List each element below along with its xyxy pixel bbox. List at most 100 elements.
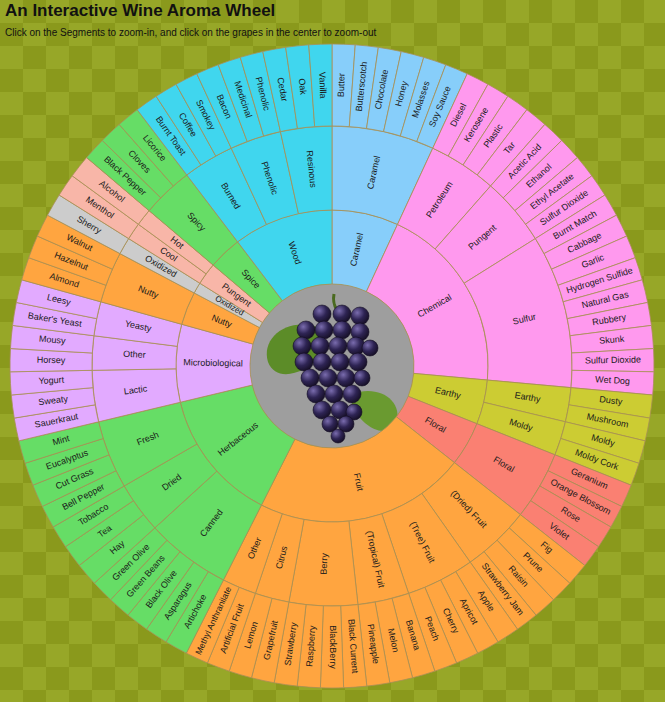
segment-shape <box>10 44 654 688</box>
aroma-segment: Artificial Fruit <box>10 44 654 688</box>
segment-label: Leesy <box>46 293 72 308</box>
segment-shape <box>10 44 654 688</box>
aroma-segment: Banana <box>10 44 654 688</box>
segment-shape <box>10 44 654 688</box>
aroma-segment: Canned <box>10 44 654 688</box>
segment-label: Kerosene <box>463 106 491 144</box>
segment-label: Dried <box>161 473 184 494</box>
aroma-segment: Pungent <box>10 44 654 688</box>
aroma-segment: Green Beans <box>10 44 654 688</box>
segment-shape <box>10 44 654 688</box>
segment-shape <box>10 44 654 688</box>
aroma-segment: Sulfur <box>10 44 654 688</box>
aroma-segment: Chemical <box>10 44 654 688</box>
segment-label: Wet Dog <box>595 375 630 387</box>
segment-label: Fruit <box>351 472 365 492</box>
segment-label: Other <box>246 536 264 561</box>
segment-label: Fig <box>538 540 554 556</box>
segment-shape <box>10 44 654 688</box>
wheel-title: An Interactive Wine Aroma Wheel <box>5 1 275 21</box>
segment-shape <box>10 44 654 688</box>
segment-shape <box>10 44 654 688</box>
segment-shape <box>10 44 654 688</box>
segment-label: Sulfur Dioxide <box>539 188 591 228</box>
segment-label: Hydrogen Sulfide <box>565 266 634 296</box>
segment-shape <box>10 44 654 688</box>
segment-shape <box>10 44 654 688</box>
aroma-segment: BlackBerry <box>10 44 654 688</box>
segment-shape <box>10 44 654 688</box>
segment-label: Honey <box>394 80 410 108</box>
segment-label: Strawberry <box>284 622 300 666</box>
aroma-segment: Alcohol <box>10 44 654 688</box>
segment-shape <box>10 44 654 688</box>
segment-shape <box>10 44 654 688</box>
segment-label: Garlic <box>580 253 606 271</box>
segment-shape <box>10 44 654 688</box>
aroma-segment: Prune <box>10 44 654 688</box>
segment-shape <box>10 44 654 688</box>
segment-shape <box>10 44 654 688</box>
segment-shape <box>10 44 654 688</box>
segment-shape <box>10 44 654 688</box>
segment-shape <box>10 44 654 688</box>
segment-label: Cabbage <box>566 231 603 256</box>
segment-shape <box>10 44 654 688</box>
aroma-segment: Garlic <box>10 44 654 688</box>
segment-shape <box>10 44 654 688</box>
segment-label: Menthol <box>83 195 115 221</box>
aroma-segment: Petroleum <box>10 44 654 688</box>
segment-label: Cloves <box>126 149 152 176</box>
segment-label: Rubbery <box>592 313 627 328</box>
segment-shape <box>10 44 654 688</box>
segment-label: Fresh <box>136 430 161 448</box>
segment-shape <box>10 44 654 688</box>
aroma-segment: Diesel <box>10 44 654 688</box>
aroma-segment: Mushroom <box>10 44 654 688</box>
segment-label: Phenolic <box>259 160 279 196</box>
segment-shape <box>10 44 654 688</box>
segment-shape <box>10 44 654 688</box>
segment-label: Microbiological <box>183 358 243 369</box>
segment-label: Baker's Yeast <box>27 311 82 330</box>
segment-label: Butter <box>337 73 348 97</box>
aroma-segment: Molasses <box>10 44 654 688</box>
aroma-segment: Menthol <box>10 44 654 688</box>
segment-label: Artificial Fruit <box>219 603 247 655</box>
segment-label: Horsey <box>37 356 66 366</box>
aroma-segment: Other <box>10 44 654 688</box>
aroma-segment: Hazelnut <box>10 44 654 688</box>
segment-shape <box>10 44 654 688</box>
segment-label: Black Pepper <box>101 155 147 198</box>
segment-label: Earthy <box>514 391 541 405</box>
segment-label: Molasses <box>411 80 433 119</box>
segment-shape <box>10 44 654 688</box>
segment-shape <box>10 44 654 688</box>
segment-label: Strawberry Jam <box>479 562 525 618</box>
segment-shape <box>10 44 654 688</box>
segment-shape <box>10 44 654 688</box>
aroma-segment: Apricot <box>10 44 654 688</box>
segment-label: Prune <box>520 551 544 575</box>
aroma-segment: Spicy <box>10 44 654 688</box>
segment-label: Other <box>123 350 146 361</box>
aroma-segment: Berry <box>10 44 654 688</box>
segment-label: Phenolic <box>253 76 271 112</box>
segment-label: Moldy <box>508 417 534 434</box>
aroma-segment: Raspberry <box>10 44 654 688</box>
segment-label: Grapefruit <box>262 620 280 661</box>
segment-label: Yogurt <box>38 376 64 387</box>
aroma-segment: Moldy <box>10 44 654 688</box>
aroma-segment: Citrus <box>10 44 654 688</box>
segment-label: Vanilla <box>316 72 327 99</box>
segment-shape <box>10 44 654 688</box>
aroma-segment: Licorice <box>10 44 654 688</box>
segment-label: Rose <box>559 505 582 525</box>
aroma-segment: Burnt Match <box>10 44 654 688</box>
segment-shape <box>10 44 654 688</box>
segment-shape <box>10 44 654 688</box>
aroma-segment: Rubbery <box>10 44 654 688</box>
aroma-segment: Earthy <box>10 44 654 688</box>
aroma-segment: Wood <box>10 44 654 688</box>
segment-shape <box>10 44 654 688</box>
